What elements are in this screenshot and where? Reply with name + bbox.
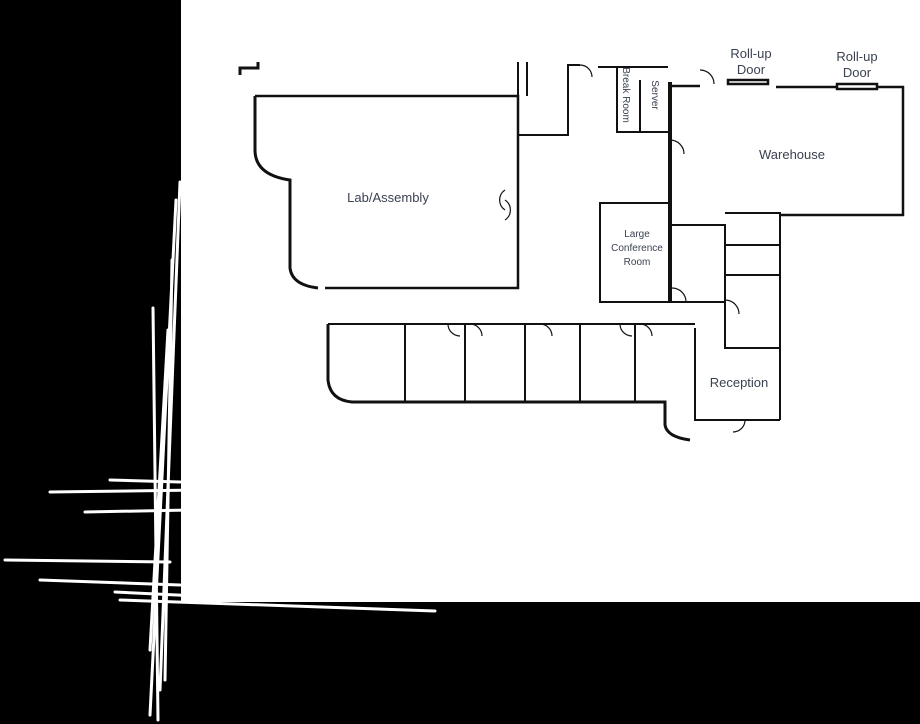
paper-area: [181, 0, 920, 602]
room-label-reception: Reception: [710, 375, 769, 390]
room-label-server: Server: [649, 80, 660, 110]
door-label-rollup-2b: Door: [843, 65, 872, 80]
door-label-rollup-1b: Door: [737, 62, 766, 77]
room-label-break-room: Break Room: [620, 67, 631, 123]
room-label-lab-assembly: Lab/Assembly: [347, 190, 429, 205]
door-label-rollup-2a: Roll-up: [836, 49, 877, 64]
room-labels: Lab/Assembly Warehouse Break Room Server…: [347, 46, 877, 390]
room-label-warehouse: Warehouse: [759, 147, 825, 162]
white-scribbles: [3, 180, 437, 722]
room-label-conference-2: Conference: [611, 243, 663, 254]
room-label-conference-3: Room: [624, 257, 651, 268]
door-label-rollup-1a: Roll-up: [730, 46, 771, 61]
room-label-conference-1: Large: [624, 229, 650, 240]
walls: [238, 62, 905, 442]
